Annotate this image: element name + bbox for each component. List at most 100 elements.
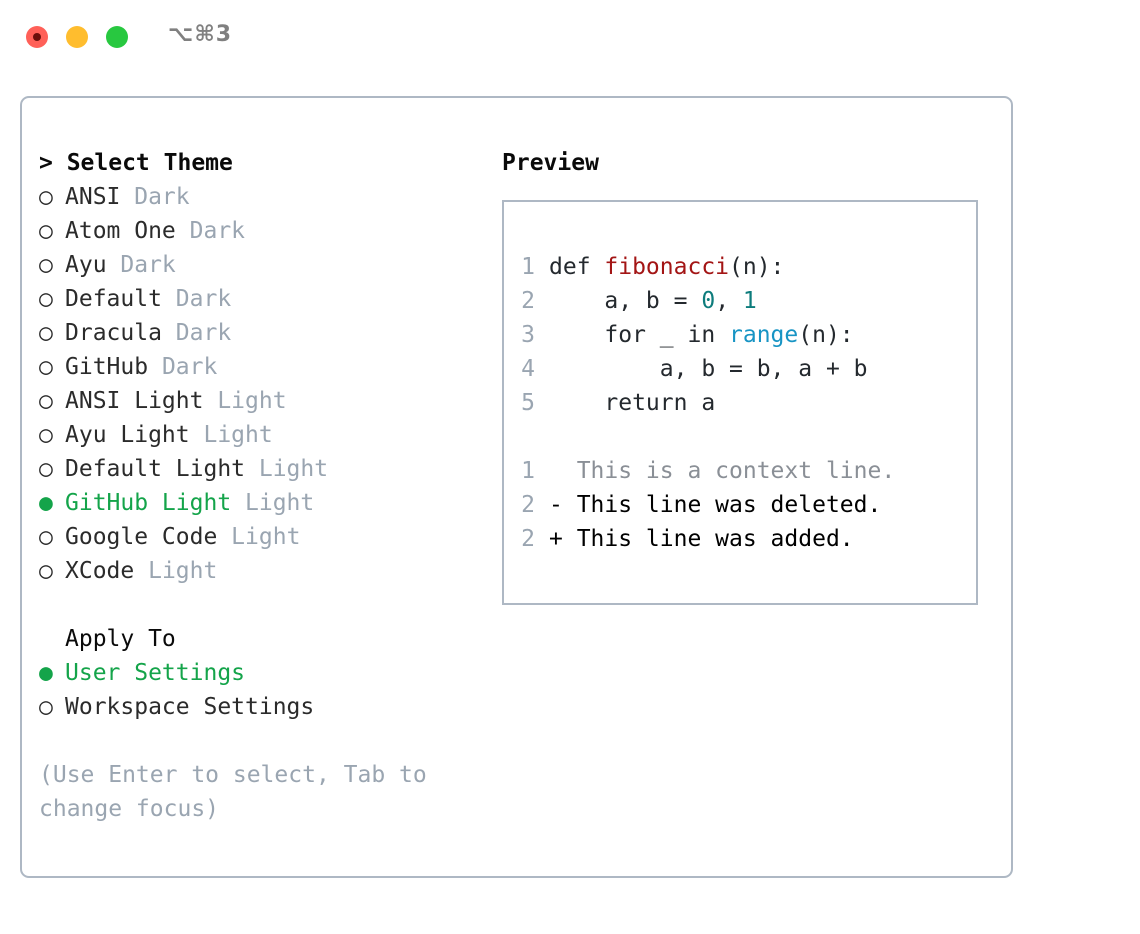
code-line: 1 def fibonacci(n): — [521, 250, 968, 284]
theme-list-item[interactable]: ○ Dracula Dark — [39, 316, 489, 350]
keyboard-shortcut-label: ⌥⌘3 — [168, 22, 233, 47]
radio-selected-icon: ● — [39, 490, 53, 516]
code-line: 4 a, b = b, a + b — [521, 352, 968, 386]
radio-selected-icon: ● — [39, 660, 53, 686]
code-token-plain: (n): — [798, 322, 854, 348]
close-window-button[interactable] — [26, 26, 48, 48]
theme-variant-label: Dark — [120, 184, 190, 210]
theme-name: GitHub — [65, 354, 149, 380]
theme-name: ANSI — [65, 184, 121, 210]
line-number: 2 — [521, 288, 535, 314]
radio-unselected-icon: ○ — [39, 694, 53, 720]
apply-to-label: Workspace Settings — [65, 694, 315, 720]
code-token-plain: def — [549, 254, 605, 280]
code-token-plain: a, b = — [549, 288, 702, 314]
theme-list-item[interactable]: ○Default Dark — [39, 282, 489, 316]
theme-list-item[interactable]: ○Ayu Dark — [39, 248, 489, 282]
diff-line: 2 + This line was added. — [521, 522, 968, 556]
apply-to-list[interactable]: ● User Settings ○ Workspace Settings — [39, 656, 489, 724]
line-number: 4 — [521, 356, 535, 382]
theme-name: Default — [65, 286, 162, 312]
theme-list-item[interactable]: ○ ANSI Dark — [39, 180, 489, 214]
theme-variant-label: Light — [231, 490, 315, 516]
theme-name: Atom One — [65, 218, 176, 244]
theme-variant-label: Light — [134, 558, 218, 584]
theme-selection-column: > Select Theme ○ANSI Dark○Atom One Dark○… — [39, 146, 489, 826]
maximize-window-button[interactable] — [106, 26, 128, 48]
theme-variant-label: Light — [189, 422, 273, 448]
radio-unselected-icon: ○ — [39, 286, 53, 312]
line-number: 1 — [521, 254, 535, 280]
code-token-num: 0 — [701, 288, 716, 314]
line-number: 2 — [521, 492, 535, 518]
code-token-plain: (n): — [729, 254, 785, 280]
title-bar: ⌥⌘3 — [0, 0, 1140, 76]
theme-variant-label: Light — [217, 524, 301, 550]
select-theme-header: > Select Theme — [39, 150, 233, 176]
theme-list-item[interactable]: ○Default Light Light — [39, 452, 489, 486]
line-number: 1 — [521, 458, 535, 484]
line-number: 5 — [521, 390, 535, 416]
window-controls — [26, 26, 128, 48]
theme-list-item[interactable]: ○ Atom One Dark — [39, 214, 489, 248]
code-line: 3 for _ in range(n): — [521, 318, 968, 352]
diff-text-added: + This line was added. — [549, 526, 854, 552]
theme-name: Ayu — [65, 252, 107, 278]
radio-unselected-icon: ○ — [39, 184, 53, 210]
theme-list[interactable]: ○ANSI Dark○Atom One Dark○Ayu Dark○Defaul… — [39, 180, 489, 588]
line-number: 3 — [521, 322, 535, 348]
diff-line: 2 - This line was deleted. — [521, 488, 968, 522]
code-token-func: fibonacci — [604, 254, 730, 280]
theme-name: Dracula — [65, 320, 162, 346]
apply-to-option[interactable]: ○ Workspace Settings — [39, 690, 489, 724]
radio-unselected-icon: ○ — [39, 524, 53, 550]
code-line: 5 return a — [521, 386, 968, 420]
code-line: 2 a, b = 0, 1 — [521, 284, 968, 318]
theme-list-item[interactable]: ○ Google Code Light — [39, 520, 489, 554]
theme-name: Google Code — [65, 524, 218, 550]
theme-variant-label: Dark — [175, 218, 246, 244]
theme-name: Ayu Light — [65, 422, 190, 448]
keyboard-hint-text: (Use Enter to select, Tab to change focu… — [39, 762, 427, 822]
apply-to-label: User Settings — [65, 660, 246, 686]
theme-name: GitHub Light — [65, 490, 232, 516]
section-spacer — [39, 588, 489, 622]
radio-unselected-icon: ○ — [39, 218, 53, 244]
code-token-plain: return a — [549, 390, 716, 416]
theme-variant-label: Dark — [161, 320, 232, 346]
minimize-window-button[interactable] — [66, 26, 88, 48]
radio-unselected-icon: ○ — [39, 422, 53, 448]
diff-text-context: This is a context line. — [549, 458, 896, 484]
radio-unselected-icon: ○ — [39, 320, 53, 346]
theme-variant-label: Light — [203, 388, 287, 414]
apply-to-header: Apply To — [65, 626, 176, 652]
code-token-plain: , — [715, 288, 743, 314]
theme-list-item[interactable]: ○XCode Light — [39, 554, 489, 588]
theme-picker-panel: > Select Theme ○ANSI Dark○Atom One Dark○… — [20, 96, 1013, 878]
theme-list-item[interactable]: ○GitHub Dark — [39, 350, 489, 384]
diff-sample: 1 This is a context line. 2 - This line wa… — [521, 454, 968, 556]
diff-text-deleted: - This line was deleted. — [549, 492, 882, 518]
theme-list-item[interactable]: ○ Ayu Light Light — [39, 418, 489, 452]
radio-unselected-icon: ○ — [39, 456, 53, 482]
radio-unselected-icon: ○ — [39, 252, 53, 278]
theme-variant-label: Light — [245, 456, 329, 482]
code-token-plain: for _ in — [549, 322, 730, 348]
apply-to-option[interactable]: ● User Settings — [39, 656, 489, 690]
line-number: 2 — [521, 526, 535, 552]
code-token-builtin: range — [729, 322, 799, 348]
code-token-num: 1 — [742, 288, 757, 314]
theme-name: ANSI Light — [65, 388, 204, 414]
radio-unselected-icon: ○ — [39, 388, 53, 414]
theme-name: XCode — [65, 558, 135, 584]
theme-variant-label: Dark — [148, 354, 218, 380]
theme-list-item[interactable]: ○ ANSI Light Light — [39, 384, 489, 418]
theme-list-item[interactable]: ● GitHub Light Light — [39, 486, 489, 520]
preview-title: Preview — [502, 150, 599, 176]
diff-line: 1 This is a context line. — [521, 454, 968, 488]
